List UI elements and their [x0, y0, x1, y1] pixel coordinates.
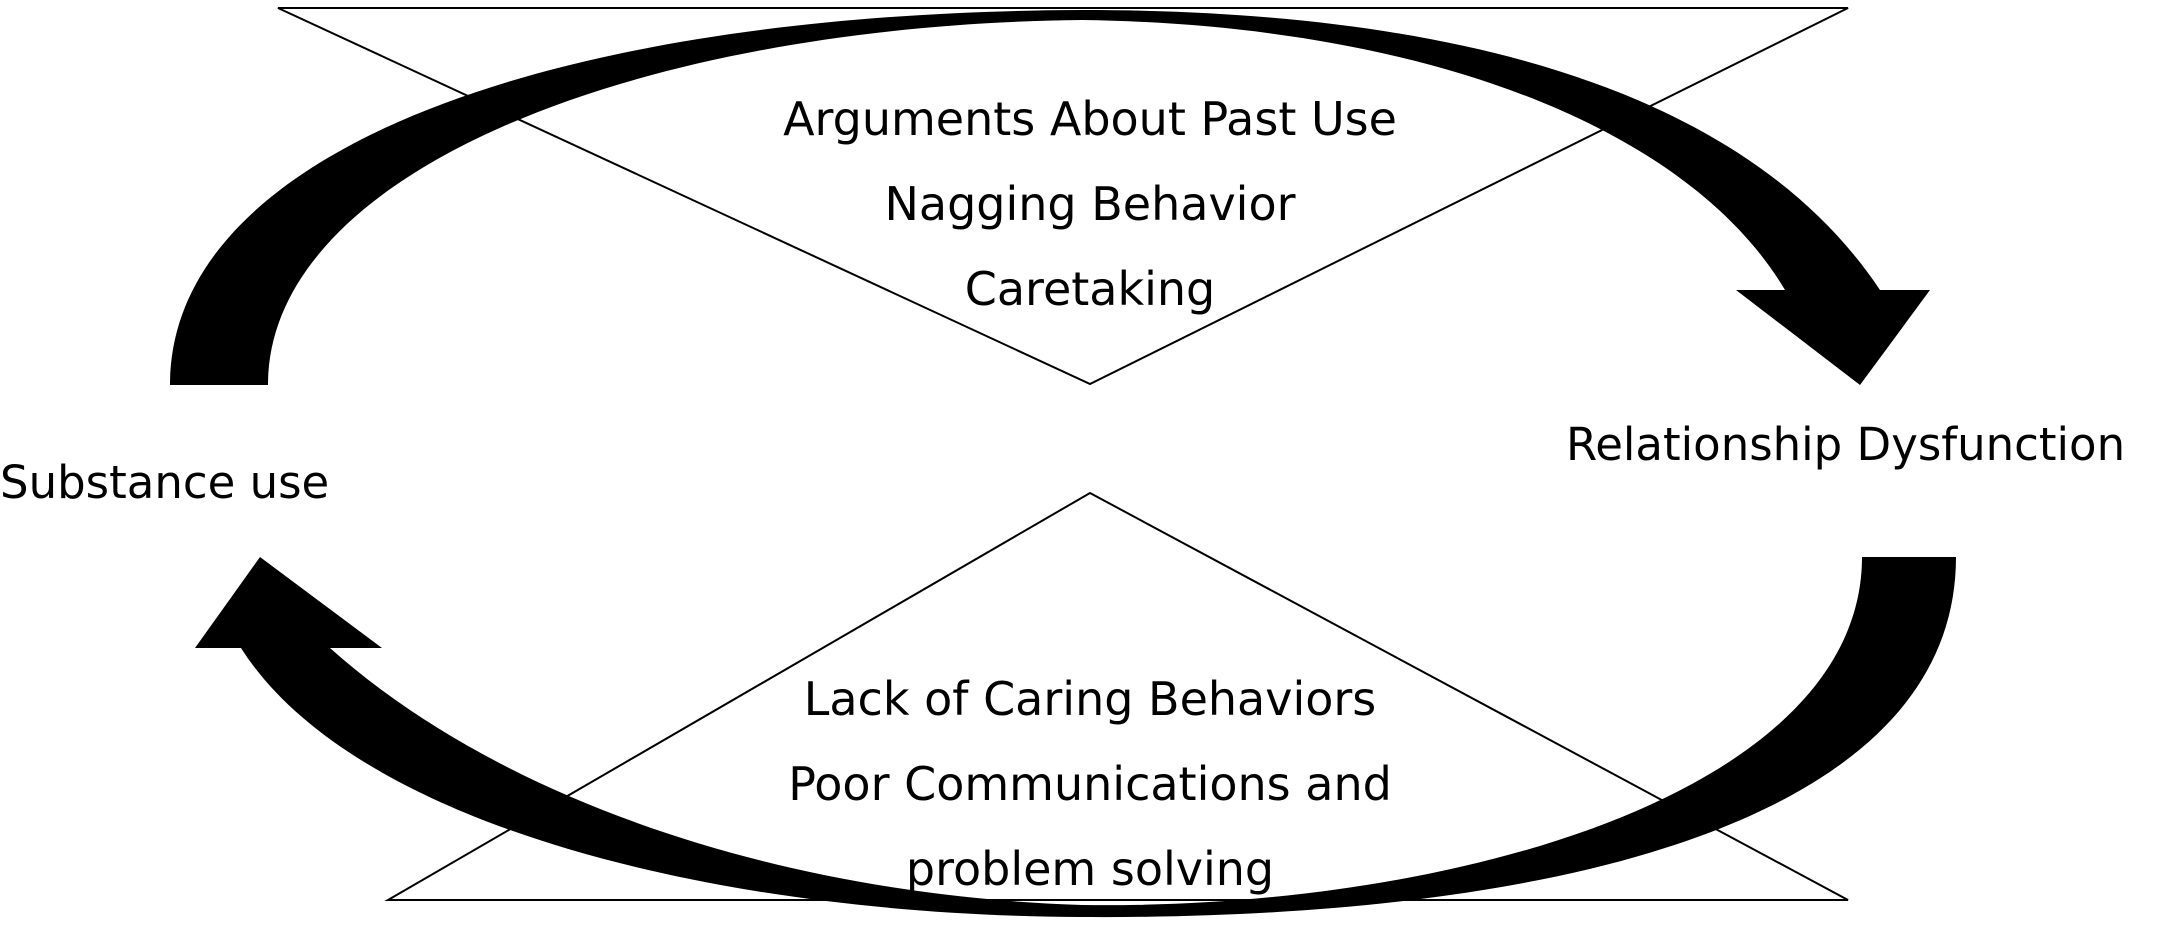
top-triangle-line: Nagging Behavior: [884, 177, 1295, 231]
bottom-curved-arrow: [195, 557, 1956, 918]
top-triangle-line: Arguments About Past Use: [783, 92, 1397, 146]
bottom-triangle-line: Poor Communications and: [788, 757, 1392, 811]
bottom-triangle: [384, 491, 1849, 901]
node-relationship-dysfunction: Relationship Dysfunction: [1566, 418, 2125, 471]
top-triangle: [277, 7, 1849, 386]
bottom-triangle-line: Lack of Caring Behaviors: [804, 672, 1377, 726]
bottom-triangle-line: problem solving: [906, 842, 1274, 896]
node-substance-use: Substance use: [0, 456, 329, 509]
top-triangle-line: Caretaking: [965, 262, 1216, 316]
